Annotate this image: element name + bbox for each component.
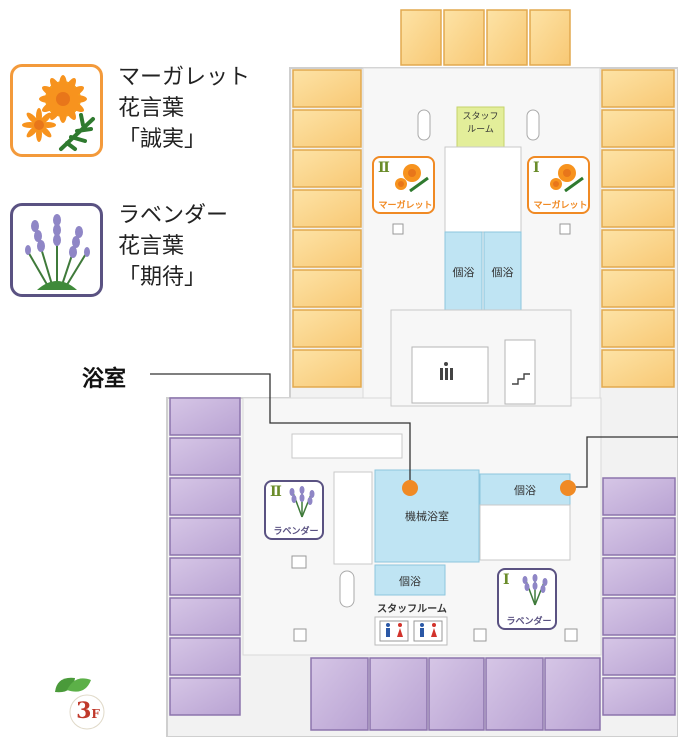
margaret-rooms-top bbox=[400, 9, 571, 66]
stairs-icon bbox=[512, 373, 530, 385]
staff-room-north-label: スタッフ ルーム bbox=[462, 112, 499, 135]
lavender-flower-icon bbox=[25, 214, 90, 290]
unit-badge-margaret-2[interactable]: Ⅱ マーガレット bbox=[372, 156, 435, 214]
private-bath-north-2-label: 個浴 bbox=[491, 266, 514, 279]
restroom-icon bbox=[379, 620, 443, 642]
legend-margaret-card bbox=[10, 64, 103, 157]
unit-badge-margaret-1[interactable]: Ⅰ マーガレット bbox=[527, 156, 590, 214]
lavender-rooms-bottom bbox=[310, 657, 601, 731]
unit-badge-lavender-2[interactable]: Ⅱ ラベンダー bbox=[264, 480, 324, 540]
callout-line-private-bath bbox=[572, 436, 678, 488]
legend-margaret-meaning: 「誠実」 bbox=[118, 127, 207, 152]
private-bath-north-1 bbox=[444, 231, 483, 311]
elevator-icon bbox=[440, 362, 453, 380]
legend-lavender-meaning: 「期待」 bbox=[118, 265, 207, 290]
private-bath-east-label: 個浴 bbox=[514, 484, 536, 497]
margaret-flower-icon bbox=[395, 164, 429, 192]
staff-room-south-label: スタッフルーム bbox=[377, 604, 447, 615]
bath-marker[interactable] bbox=[402, 480, 418, 496]
lavender-rooms-left bbox=[169, 397, 241, 716]
floor-badge: 3F bbox=[45, 672, 125, 732]
unit-badge-numeral: Ⅱ bbox=[378, 160, 390, 176]
callout-line-machine-bath bbox=[150, 373, 411, 487]
unit-badge-name: ラベンダー bbox=[506, 617, 552, 627]
legend-margaret-subtitle: 花言葉 bbox=[118, 96, 185, 121]
machine-bath-label: 機械浴室 bbox=[405, 510, 449, 523]
private-bath-east bbox=[479, 473, 571, 506]
legend-lavender-card bbox=[10, 203, 103, 297]
staff-room-north bbox=[456, 106, 505, 148]
unit-badge-name: マーガレット bbox=[378, 201, 433, 211]
legend-lavender-name: ラベンダー bbox=[118, 203, 229, 228]
legend-lavender-subtitle: 花言葉 bbox=[118, 234, 185, 259]
margaret-flower-icon bbox=[22, 75, 95, 151]
bath-marker[interactable] bbox=[560, 480, 576, 496]
legend-lavender-text: ラベンダー 花言葉 「期待」 bbox=[118, 200, 228, 293]
margaret-flower-icon bbox=[550, 164, 584, 192]
legend-margaret-name: マーガレット bbox=[118, 65, 251, 90]
floor-number: 3F bbox=[74, 698, 102, 724]
legend-margaret-text: マーガレット 花言葉 「誠実」 bbox=[118, 62, 250, 155]
unit-badge-lavender-1[interactable]: Ⅰ ラベンダー bbox=[497, 568, 557, 630]
machine-bath-room bbox=[374, 469, 480, 563]
private-bath-north-1-label: 個浴 bbox=[452, 266, 475, 279]
leaf-icon bbox=[55, 677, 105, 730]
private-bath-south-label: 個浴 bbox=[399, 575, 421, 588]
bathroom-callout-label: 浴室 bbox=[82, 367, 127, 392]
margaret-rooms-right bbox=[601, 69, 675, 388]
floor-number-unit: F bbox=[91, 707, 100, 721]
private-bath-south bbox=[374, 564, 446, 596]
unit-badge-numeral: Ⅱ bbox=[270, 484, 282, 500]
lavender-flower-icon bbox=[289, 486, 315, 518]
unit-badge-name: マーガレット bbox=[533, 201, 588, 211]
unit-badge-numeral: Ⅰ bbox=[503, 572, 510, 588]
floor-number-digit: 3 bbox=[76, 698, 92, 724]
lavender-flower-icon bbox=[522, 574, 548, 606]
unit-badge-name: ラベンダー bbox=[273, 527, 319, 537]
unit-badge-numeral: Ⅰ bbox=[533, 160, 540, 176]
lavender-rooms-right bbox=[602, 477, 676, 716]
margaret-rooms-left bbox=[292, 69, 362, 388]
